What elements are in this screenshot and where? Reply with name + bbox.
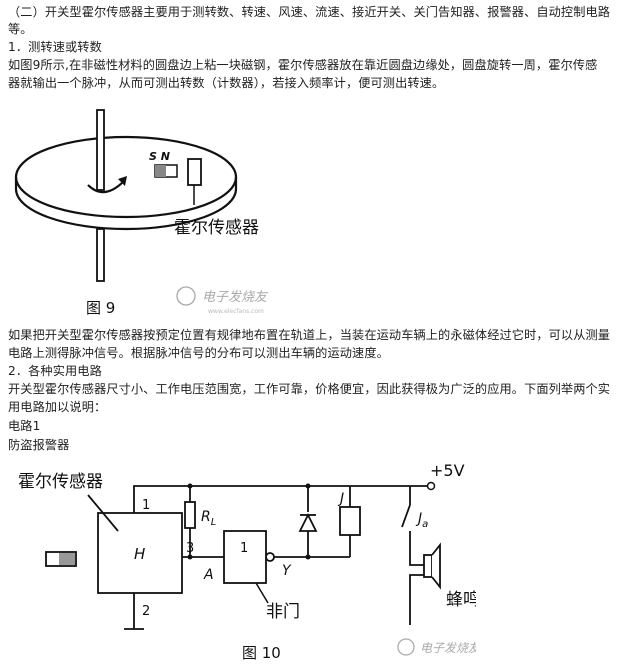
pin-2-label: 2 xyxy=(142,604,150,619)
contact-label: Ja xyxy=(415,511,428,530)
resistor xyxy=(184,501,196,529)
sensor-pointer xyxy=(87,494,119,532)
figure-9-caption: 图 9 xyxy=(86,299,115,317)
figure-10-watermark: 电子发烧友 xyxy=(420,641,476,655)
figure-9-watermark: 电子发烧友 xyxy=(202,290,269,305)
figure-9-watermark-url: www.elecfans.com xyxy=(208,308,264,315)
supply-label: +5V xyxy=(430,461,465,480)
figure-10-caption: 图 10 xyxy=(242,644,281,662)
not-gate-label: 非门 xyxy=(266,602,300,622)
gate-label: 1 xyxy=(240,541,248,556)
relay-label: J xyxy=(337,491,344,507)
magnet-block-shade xyxy=(59,553,75,565)
heading-practical-circuits: 2．各种实用电路 xyxy=(8,364,102,378)
paragraph-figure9-line-2: 器就输出一个脉冲，从而可测出转数（计数器），若接入频率计，便可测出转速。 xyxy=(8,76,445,90)
figure-9-sensor-label: 霍尔传感器 xyxy=(174,218,259,238)
junction-dot-4 xyxy=(305,554,311,560)
node-a-label: A xyxy=(203,567,214,583)
paragraph-intro-line-1: （二）开关型霍尔传感器主要用于测转数、转速、风速、流速、接近开关、关门告知器、报… xyxy=(8,5,611,19)
paragraph-track-line-1: 如果把开关型霍尔传感器按预定位置有规律地布置在轨道上，当装在运动车辆上的永磁体经… xyxy=(8,328,611,342)
rotation-arrow xyxy=(87,180,125,194)
supply-terminal xyxy=(426,481,436,491)
junction-dot-2 xyxy=(305,483,311,489)
magnet-label: S N xyxy=(149,150,170,163)
relay-coil xyxy=(339,506,361,536)
buzzer-horn xyxy=(431,542,441,590)
rotation-arrowhead xyxy=(118,176,127,186)
heading-speed-measurement: 1．测转速或转数 xyxy=(8,40,102,54)
junction-dot-3 xyxy=(187,554,193,560)
figure-9-drawing: S N 霍尔传感器 图 9 电子发烧友 www.elecfans.com xyxy=(14,109,269,317)
circuit-title: 电路1 xyxy=(8,419,41,433)
paragraph-figure9-line-1: 如图9所示,在非磁性材料的圆盘边上粘一块磁钢，霍尔传感器放在靠近圆盘边缘处，圆盘… xyxy=(8,58,598,72)
buzzer-body xyxy=(423,554,433,578)
hall-chip xyxy=(97,512,183,594)
paragraph-circuits-line-1: 开关型霍尔传感器尺寸小、工作电压范围宽，工作可靠，价格便宜，因此获得极为广泛的应… xyxy=(8,382,611,396)
magnet-pole-n xyxy=(155,165,166,177)
figure-10: 霍尔传感器 H 1 2 3 RL +5V J Ja A Y 1 非门 蜂鸣器 图… xyxy=(6,457,497,663)
relay-contact xyxy=(401,504,411,528)
paragraph-track-line-2: 电路上测得脉冲信号。根据脉冲信号的分布可以测出车辆的运动速度。 xyxy=(8,346,389,360)
supply-rail xyxy=(133,485,427,513)
disc-rim xyxy=(14,177,238,231)
paragraph-intro-line-2: 等。 xyxy=(8,22,33,36)
pin-3-label: 3 xyxy=(186,541,194,556)
chip-label: H xyxy=(134,545,145,563)
paragraph-circuits-line-2: 用电路加以说明： xyxy=(8,400,107,414)
shaft-upper xyxy=(96,109,105,191)
hall-sensor xyxy=(187,158,202,186)
junction-dot-1 xyxy=(187,483,193,489)
disc-top xyxy=(14,135,238,219)
not-gate xyxy=(223,530,267,584)
pin-1-label: 1 xyxy=(142,498,150,513)
watermark-logo-icon xyxy=(397,638,415,656)
node-y-label: Y xyxy=(282,563,292,579)
not-gate-bubble xyxy=(265,552,275,562)
circuit-name: 防盗报警器 xyxy=(8,438,70,452)
contact-lead-bottom xyxy=(409,531,424,566)
figure-10-sensor-label: 霍尔传感器 xyxy=(18,472,103,492)
buzzer-lead-bottom xyxy=(409,574,424,625)
gate-pointer xyxy=(255,582,269,604)
shaft-lower xyxy=(96,228,105,282)
buzzer-label: 蜂鸣器 xyxy=(446,590,476,610)
resistor-label: RL xyxy=(201,509,216,528)
diode xyxy=(298,512,318,532)
watermark-logo-icon xyxy=(176,286,196,306)
figure-10-circuit: 霍尔传感器 H 1 2 3 RL +5V J Ja A Y 1 非门 蜂鸣器 图… xyxy=(18,461,497,662)
figure-9: S N 霍尔传感器 图 9 电子发烧友 www.elecfans.com xyxy=(6,97,296,323)
